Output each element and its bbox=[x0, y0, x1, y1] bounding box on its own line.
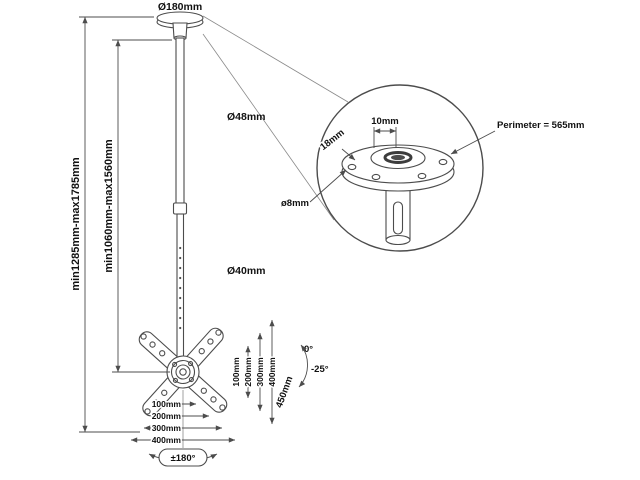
rotation-range-label: ±180° bbox=[171, 453, 196, 464]
vesa-v-200-label: 200mm bbox=[243, 357, 253, 387]
detail-perimeter-callout: Perimeter = 565mm bbox=[450, 120, 584, 155]
rotation-badge bbox=[158, 448, 208, 467]
bracket-depth-label: 450mm bbox=[274, 375, 296, 410]
hole-diameter-label: ø8mm bbox=[281, 198, 309, 209]
ceiling-plate-diameter-label: Ø180mm bbox=[158, 1, 202, 13]
vesa-h-100-label: 100mm bbox=[152, 399, 182, 409]
vesa-v-400-label: 400mm bbox=[267, 357, 277, 387]
mount-assembly bbox=[138, 11, 228, 448]
vesa-h-300-label: 300mm bbox=[152, 423, 182, 433]
vesa-h-200-label: 200mm bbox=[152, 411, 182, 421]
detail-hole-diameter-callout: ø8mm bbox=[281, 169, 347, 209]
vesa-v-100-label: 100mm bbox=[231, 357, 241, 387]
detail-screw-holes bbox=[347, 158, 448, 181]
dimension-height-total: min1285mm-max1785mm bbox=[69, 16, 154, 433]
vesa-plate bbox=[138, 327, 228, 417]
vesa-vertical-dimensions: 100mm 200mm 300mm 400mm bbox=[230, 319, 279, 425]
arm-holes bbox=[140, 329, 226, 415]
vesa-v-300-label: 300mm bbox=[255, 357, 265, 387]
tilt-indicator: 0° -25° 450mm bbox=[272, 344, 329, 411]
tilt-max-label: 0° bbox=[304, 344, 313, 355]
height-range-total-label: min1285mm-max1785mm bbox=[70, 157, 82, 291]
detail-view: 10mm 18mm bbox=[316, 84, 484, 252]
tilt-min-label: -25° bbox=[311, 364, 329, 375]
detail-zoom-lines bbox=[202, 15, 349, 221]
lower-pole-diameter-label: Ø40mm bbox=[227, 265, 266, 277]
height-range-pole-label: min1060mm-max1560mm bbox=[103, 139, 115, 273]
detail-ceiling-plate bbox=[341, 144, 455, 192]
hub-holes bbox=[172, 361, 194, 383]
tilt-arc bbox=[298, 344, 308, 388]
upper-pole-diameter-label: Ø48mm bbox=[227, 111, 266, 123]
upper-pole bbox=[175, 37, 185, 204]
perimeter-label: Perimeter = 565mm bbox=[497, 120, 584, 131]
detail-hole-spacing-dimension: 10mm bbox=[370, 115, 400, 148]
vesa-h-400-label: 400mm bbox=[152, 435, 182, 445]
pole-clamp bbox=[172, 202, 188, 215]
rotation-indicator: ±180° bbox=[148, 448, 218, 467]
hole-spacing-label: 10mm bbox=[371, 116, 398, 127]
vesa-horizontal-dimensions: 100mm 200mm 300mm 400mm bbox=[130, 398, 236, 447]
lower-pole bbox=[176, 213, 185, 368]
tube-slot bbox=[392, 201, 404, 235]
dimension-height-pole: min1060mm-max1560mm bbox=[102, 39, 172, 373]
ceiling-plate bbox=[156, 11, 204, 41]
detail-tube bbox=[385, 185, 411, 241]
adjustment-holes bbox=[179, 246, 182, 330]
